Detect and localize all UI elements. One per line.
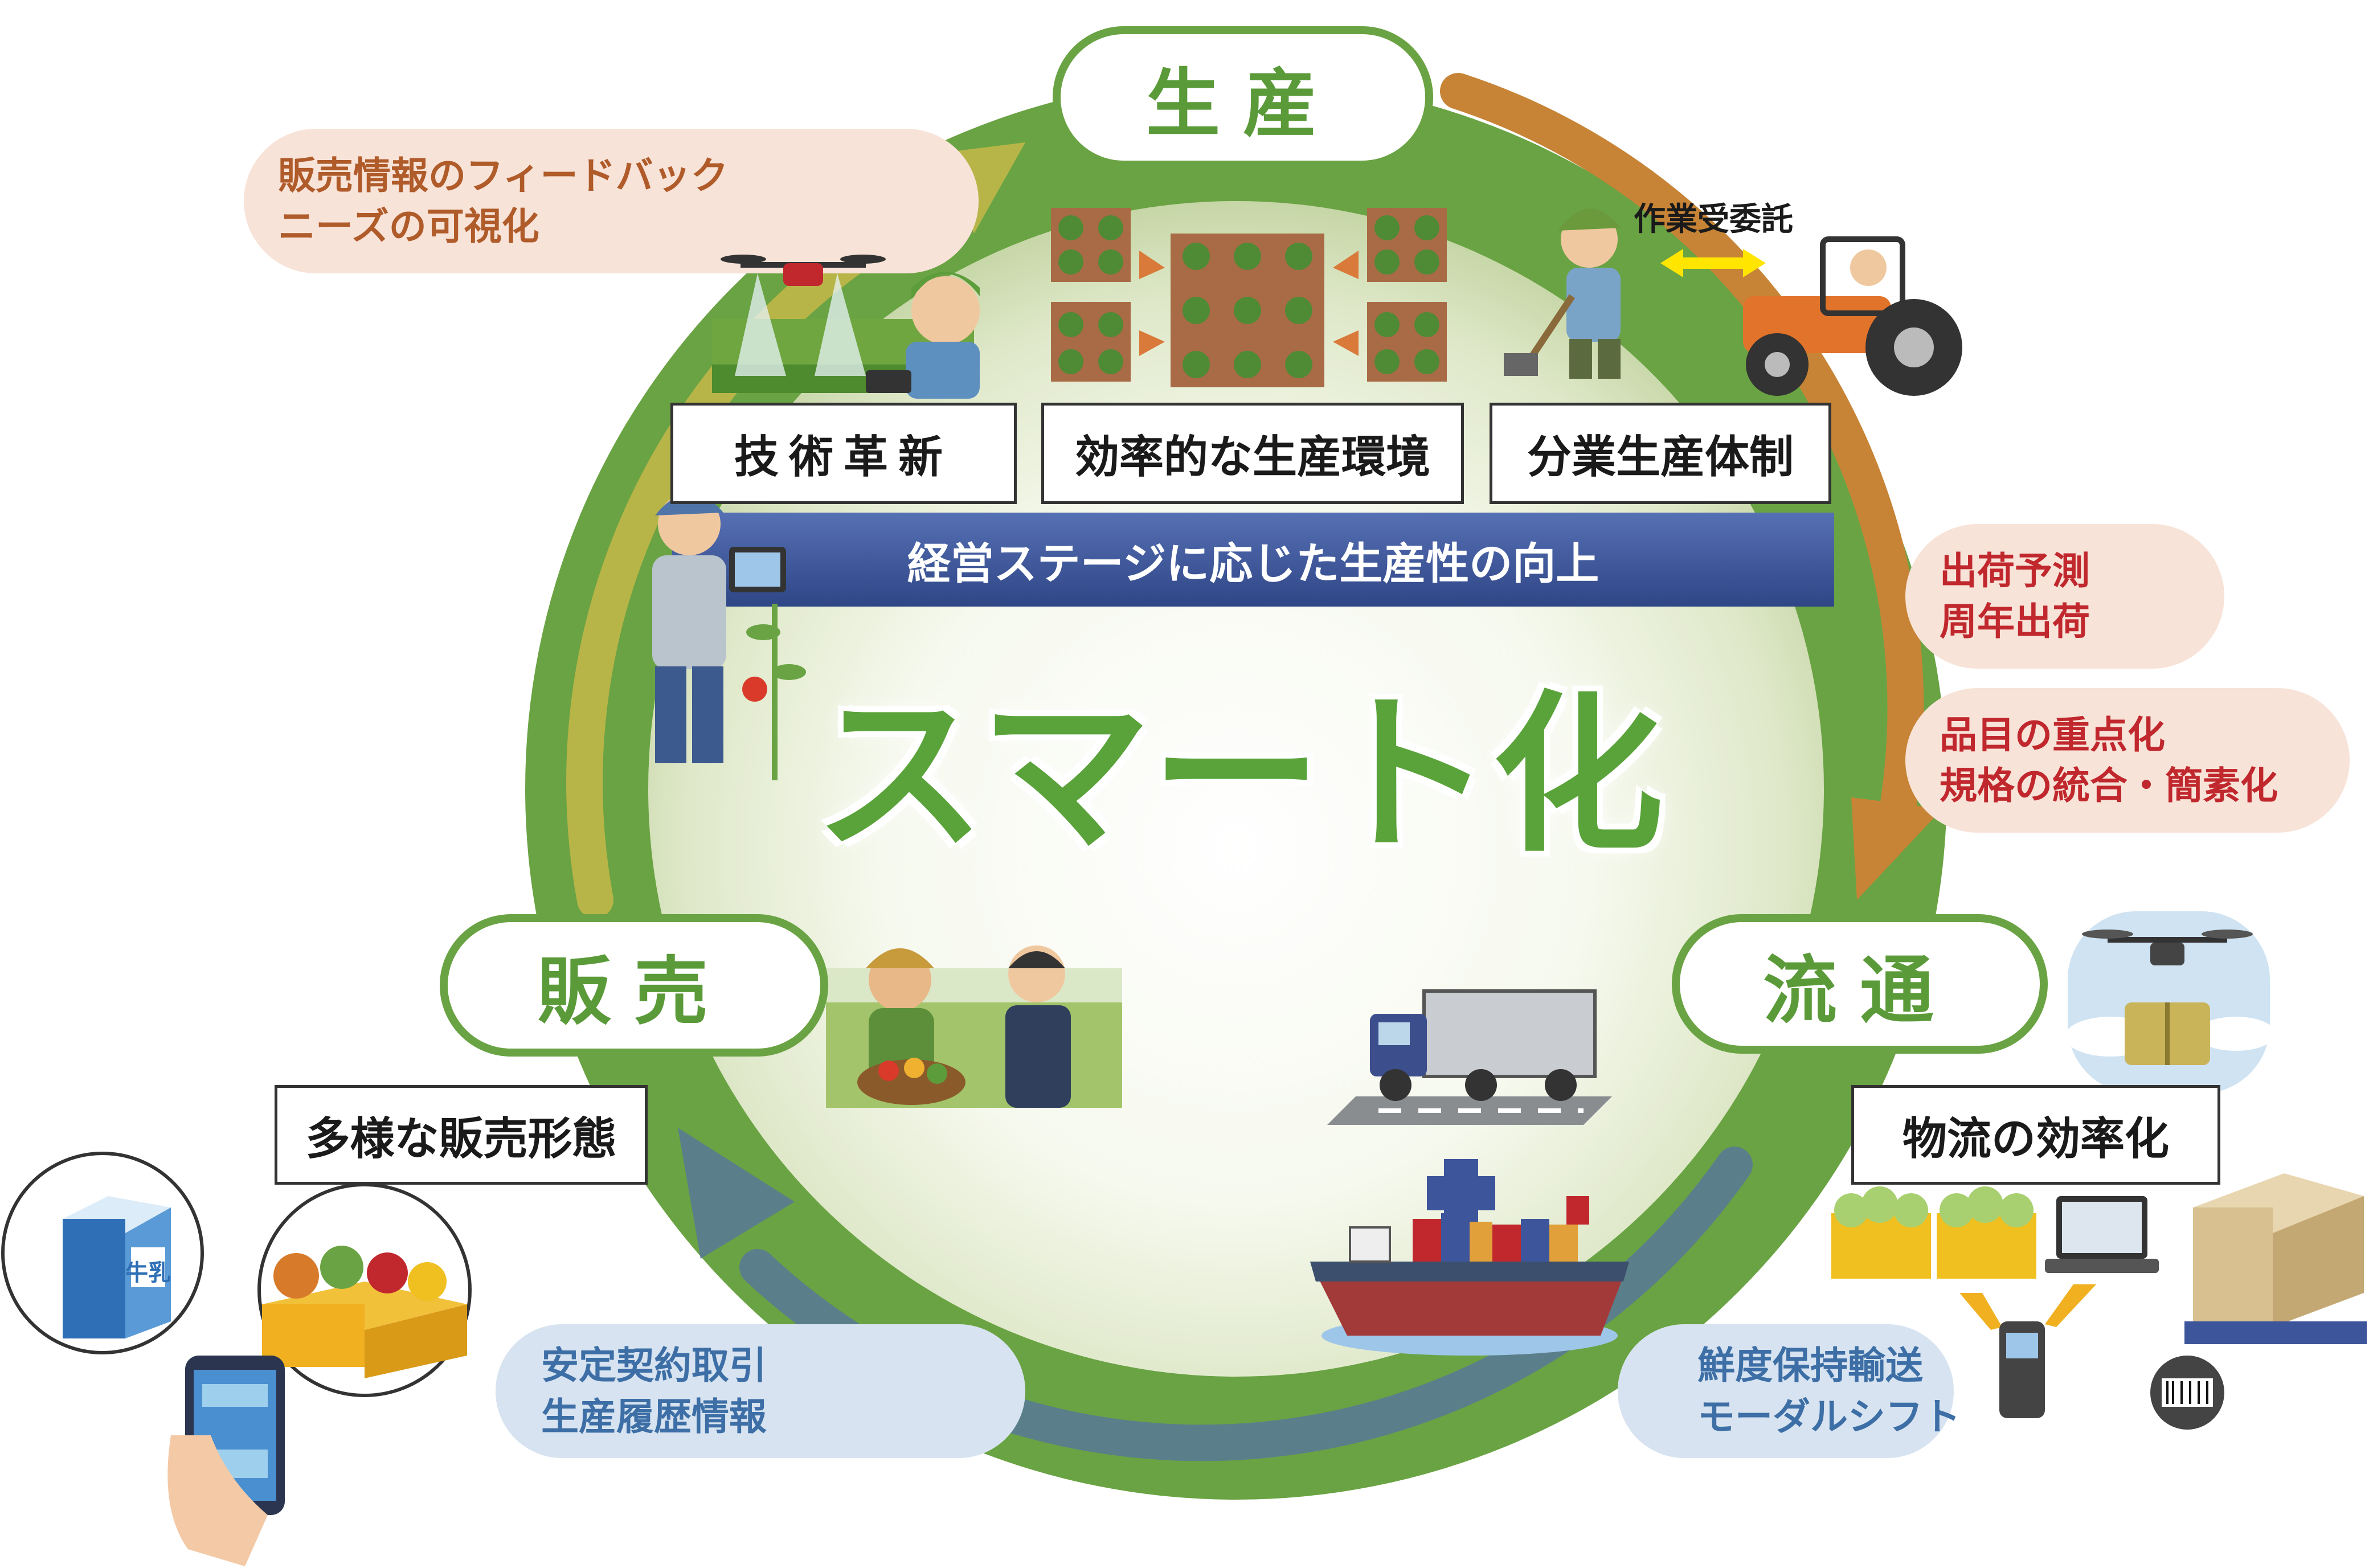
forecast-line2: 周年出荷 xyxy=(1940,600,2090,644)
feedback-line1: 販売情報のフィードバック xyxy=(278,153,729,198)
farmer-buyer-handshake-illustration xyxy=(826,945,1122,1108)
feedback-line2: ニーズの可視化 xyxy=(278,204,539,248)
productivity-banner: 経営ステージに応じた生産性の向上 xyxy=(907,538,1599,589)
feedback-pill: 販売情報のフィードバック ニーズの可視化 xyxy=(244,129,979,273)
label-efficient-production: 効率的な生産環境 xyxy=(1041,403,1464,504)
logistics-equipment-illustration xyxy=(1831,1186,2159,1418)
stage-sales-label: 販売 xyxy=(440,914,828,1057)
label-outsourcing: 作業受委託 xyxy=(1634,200,1793,238)
arrow-head-orange xyxy=(1851,797,1942,900)
arrow-production-to-distribution xyxy=(1440,73,1924,833)
item-focus-line1: 品目の重点化 xyxy=(1940,713,2165,757)
productivity-banner-bg xyxy=(672,513,1834,607)
freshness-pill: 鮮度保持輸送 モーダルシフト xyxy=(1618,1324,1961,1458)
forecast-line1: 出荷予測 xyxy=(1940,548,2090,593)
item-focus-pill-bg xyxy=(1905,688,2350,833)
forecast-pill-bg xyxy=(1905,524,2224,669)
feedback-pill-bg xyxy=(244,129,979,273)
item-focus-line2: 規格の統合・簡素化 xyxy=(1940,764,2278,808)
item-focus-pill: 品目の重点化 規格の統合・簡素化 xyxy=(1905,688,2350,833)
label-diverse-sales: 多様な販売形態 xyxy=(275,1085,648,1185)
drone-delivery-illustration xyxy=(2065,911,2276,1094)
contracts-pill: 安定契約取引 生産履歴情報 xyxy=(496,1324,1025,1458)
farmer-tablet-illustration xyxy=(652,493,806,780)
contracts-line1: 安定契約取引 xyxy=(541,1344,767,1388)
freshness-line1: 鮮度保持輸送 xyxy=(1697,1344,1923,1388)
stage-production-label: 生産 xyxy=(1053,26,1433,169)
center-title: スマート化 xyxy=(814,676,1664,875)
label-technical-innovation: 技術革新 xyxy=(670,403,1017,504)
contracts-pill-bg xyxy=(496,1324,1025,1458)
outsourcing-illustration xyxy=(1504,208,1962,396)
contracts-line2: 生産履歴情報 xyxy=(541,1394,767,1439)
truck-ship-illustration xyxy=(1310,989,1629,1356)
stage-distribution-label: 流通 xyxy=(1672,914,2048,1054)
label-division-production: 分業生産体制 xyxy=(1490,403,1831,504)
plot-consolidation-illustration xyxy=(1051,208,1447,387)
freshness-pill-bg xyxy=(1618,1324,1954,1458)
shipping-forecast-pill: 出荷予測 周年出荷 xyxy=(1905,524,2224,669)
drone-farmer-illustration xyxy=(712,255,980,399)
arrow-head-slate xyxy=(678,1128,795,1259)
milk-carton-label: 牛乳 xyxy=(125,1260,171,1285)
online-sales-illustration xyxy=(1,1152,472,1566)
freshness-line2: モーダルシフト xyxy=(1697,1394,1961,1439)
label-logistics-efficiency: 物流の効率化 xyxy=(1851,1085,2220,1185)
pallet-barcode-illustration xyxy=(2150,1173,2367,1430)
